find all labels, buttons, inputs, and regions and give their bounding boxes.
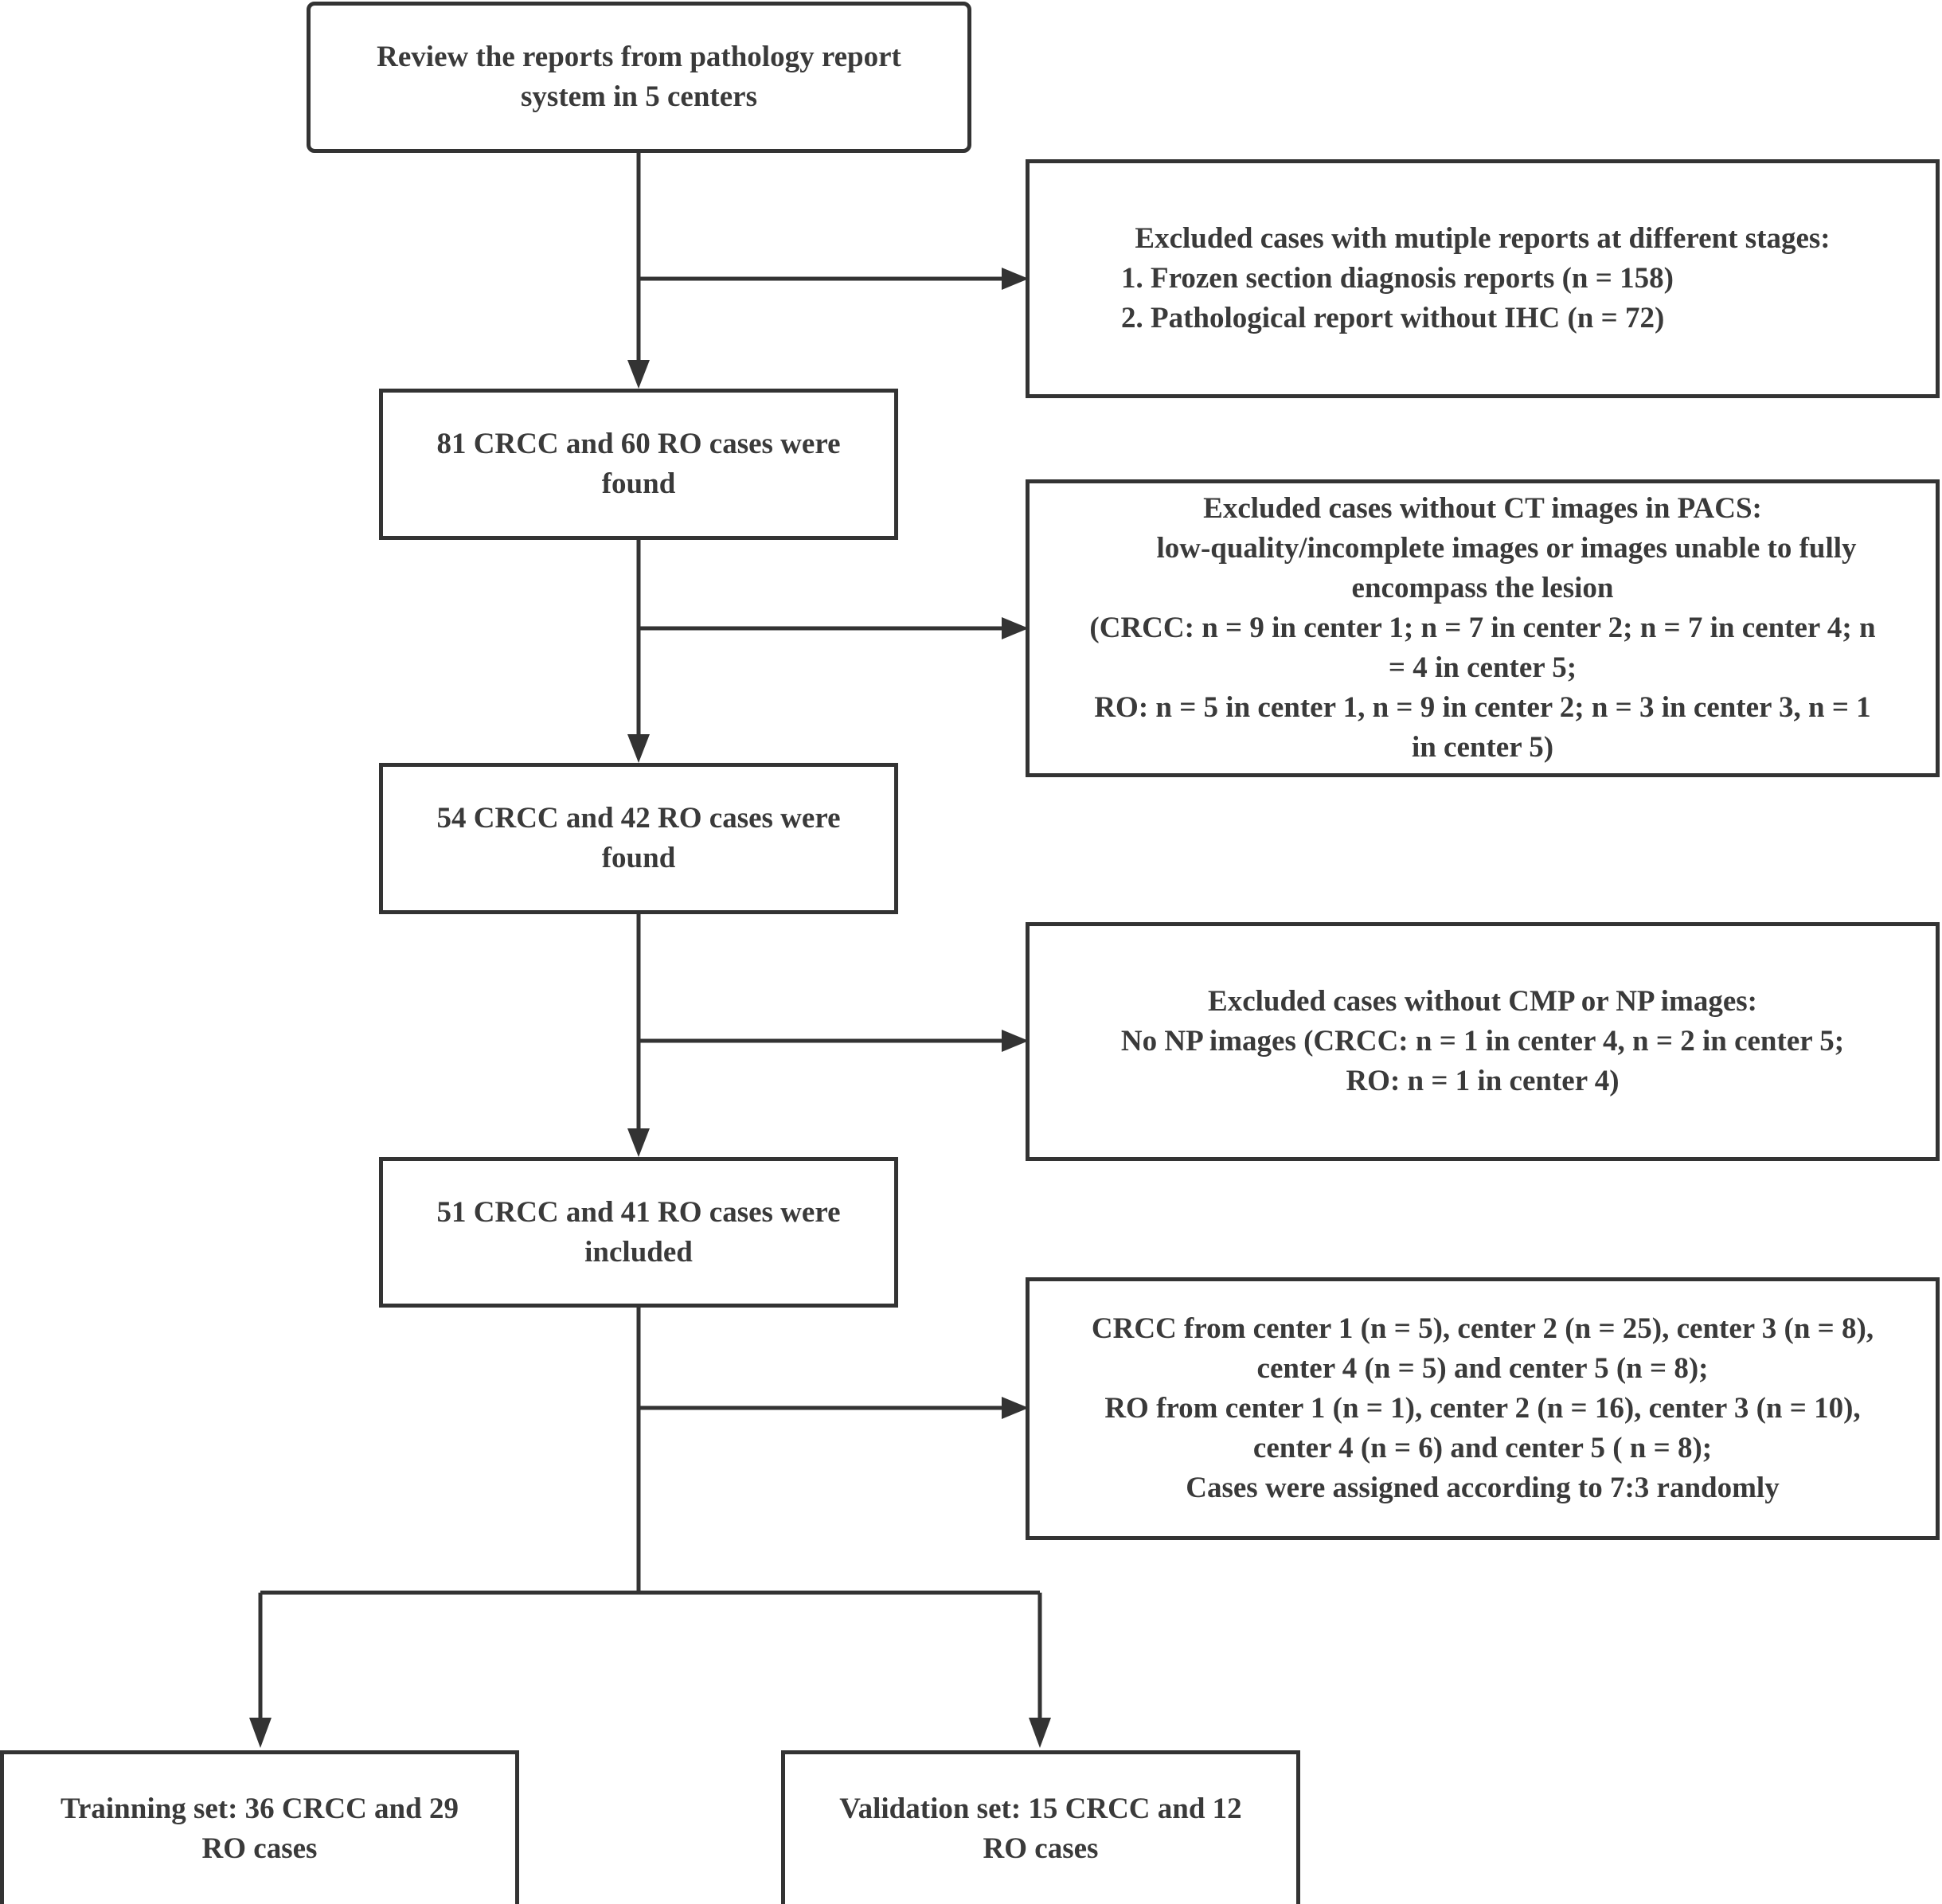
training-line: RO cases (201, 1832, 318, 1865)
arrowhead-exclusion1 (1002, 268, 1029, 290)
arrowhead-step1 (627, 360, 650, 389)
validation-set-box: Validation set: 15 CRCC and 12 RO cases (781, 1750, 1300, 1904)
exclusion-3-line: Excluded cases without CMP or NP images: (1208, 985, 1757, 1018)
step-1-line: found (601, 467, 676, 500)
validation-line: Validation set: 15 CRCC and 12 (839, 1793, 1242, 1825)
assignment-box: CRCC from center 1 (n = 5), center 2 (n … (1026, 1277, 1940, 1540)
step-2-line: found (601, 842, 676, 874)
training-set-box: Trainning set: 36 CRCC and 29 RO cases (0, 1750, 519, 1904)
exclusion-1-line: 1. Frozen section diagnosis reports (n =… (1121, 262, 1674, 295)
assignment-line: center 4 (n = 6) and center 5 ( n = 8); (1252, 1432, 1713, 1464)
start-line: system in 5 centers (521, 80, 757, 113)
step-1-line: 81 CRCC and 60 RO cases were (436, 428, 841, 460)
arrowhead-training (249, 1718, 272, 1748)
step-2-box: 54 CRCC and 42 RO cases were found (379, 763, 898, 914)
step-3-box: 51 CRCC and 41 RO cases were included (379, 1157, 898, 1308)
exclusion-box-3: Excluded cases without CMP or NP images:… (1026, 922, 1940, 1161)
exclusion-box-1: Excluded cases with mutiple reports at d… (1026, 159, 1940, 398)
start-box: Review the reports from pathology report… (307, 2, 971, 153)
exclusion-2-line: = 4 in center 5; (1388, 651, 1577, 684)
arrowhead-step2 (627, 734, 650, 763)
arrowhead-assignment (1002, 1397, 1029, 1419)
start-line: Review the reports from pathology report (377, 41, 901, 73)
assignment-line: RO from center 1 (n = 1), center 2 (n = … (1104, 1392, 1861, 1425)
exclusion-2-line: Excluded cases without CT images in PACS… (1203, 492, 1762, 525)
arrowhead-validation (1029, 1718, 1051, 1748)
exclusion-2-line: RO: n = 5 in center 1, n = 9 in center 2… (1094, 691, 1871, 724)
step-3-line: included (584, 1235, 693, 1269)
exclusion-2-line: encompass the lesion (1351, 572, 1614, 604)
arrowhead-exclusion2 (1002, 617, 1029, 639)
exclusion-box-2: Excluded cases without CT images in PACS… (1026, 479, 1940, 777)
exclusion-2-line: in center 5) (1411, 731, 1554, 764)
exclusion-2-line: low-quality/incomplete images or images … (1156, 532, 1857, 565)
exclusion-3-line: No NP images (CRCC: n = 1 in center 4, n… (1120, 1025, 1845, 1058)
assignment-line: Cases were assigned according to 7:3 ran… (1186, 1472, 1780, 1504)
validation-line: RO cases (983, 1832, 1099, 1865)
assignment-line: CRCC from center 1 (n = 5), center 2 (n … (1091, 1312, 1874, 1345)
exclusion-3-line: RO: n = 1 in center 4) (1346, 1065, 1620, 1097)
arrowhead-exclusion3 (1002, 1030, 1029, 1052)
assignment-line: center 4 (n = 5) and center 5 (n = 8); (1256, 1352, 1709, 1385)
exclusion-1-line: 2. Pathological report without IHC (n = … (1121, 302, 1665, 334)
step-3-line: 51 CRCC and 41 RO cases were (436, 1195, 841, 1229)
step-1-box: 81 CRCC and 60 RO cases were found (379, 389, 898, 540)
step-2-line: 54 CRCC and 42 RO cases were (436, 802, 841, 835)
training-line: Trainning set: 36 CRCC and 29 (61, 1793, 459, 1825)
exclusion-1-line: Excluded cases with mutiple reports at d… (1135, 222, 1831, 255)
exclusion-2-line: (CRCC: n = 9 in center 1; n = 7 in cente… (1089, 612, 1876, 644)
arrowhead-step3 (627, 1128, 650, 1157)
